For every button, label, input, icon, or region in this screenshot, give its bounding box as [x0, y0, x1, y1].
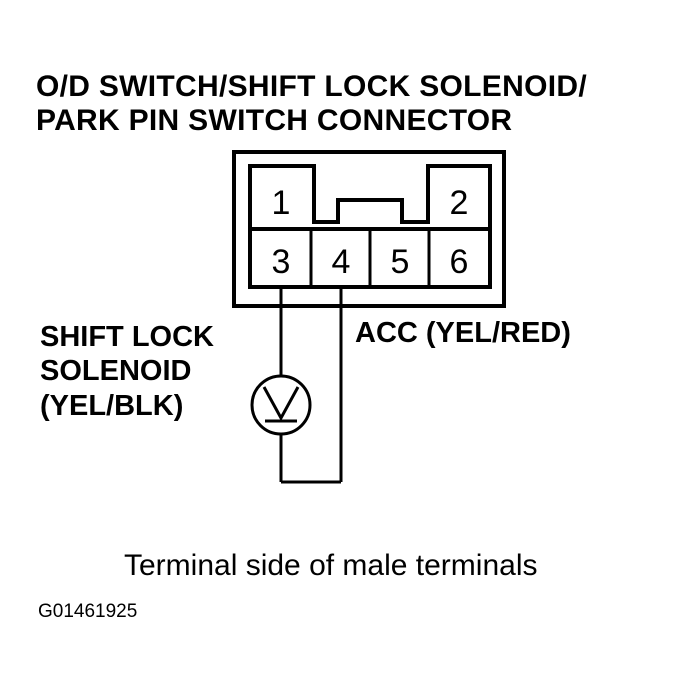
diagram-title-line-1: O/D SWITCH/SHIFT LOCK SOLENOID/: [36, 70, 587, 103]
solenoid-wire-color: (YEL/BLK): [40, 390, 184, 422]
solenoid-label-line-2: SOLENOID: [40, 355, 192, 387]
connector-cavity-outline: [248, 164, 492, 289]
pin-6-label: 6: [450, 243, 469, 281]
figure-id: G01461925: [38, 601, 138, 622]
pin-3-label: 3: [272, 243, 291, 281]
acc-label: ACC (YEL/RED): [355, 317, 571, 349]
pin-2-label: 2: [450, 184, 469, 222]
pin-5-label: 5: [391, 243, 410, 281]
diagram-caption: Terminal side of male terminals: [124, 549, 538, 582]
pin-1-label: 1: [272, 184, 291, 222]
connector-housing: [232, 150, 506, 308]
solenoid-label-line-1: SHIFT LOCK: [40, 321, 214, 353]
pin-4-label: 4: [332, 243, 351, 281]
voltmeter-icon: [250, 374, 312, 436]
diagram-title-line-2: PARK PIN SWITCH CONNECTOR: [36, 104, 513, 137]
